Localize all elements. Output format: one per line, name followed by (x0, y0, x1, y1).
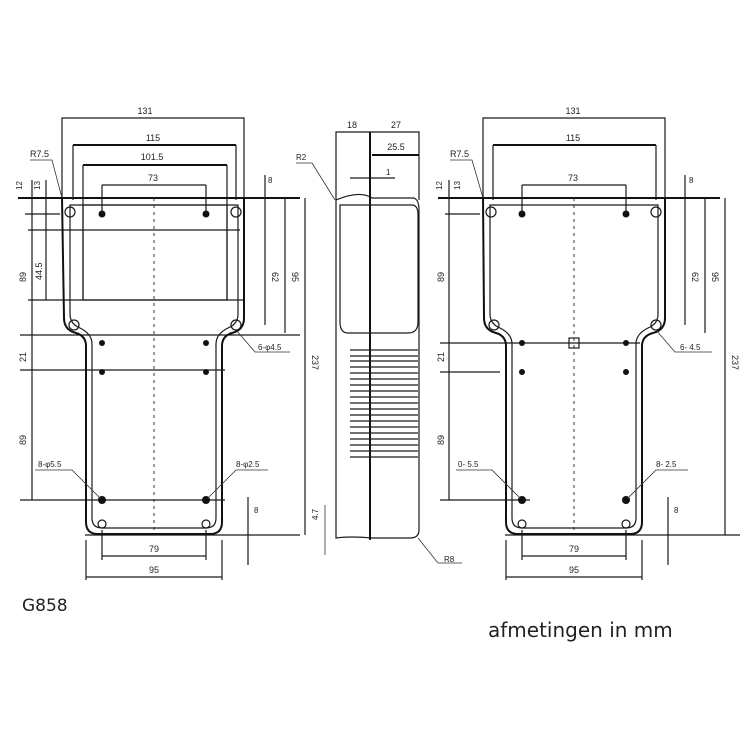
dim-73: 73 (148, 173, 158, 183)
dim-73-right: 73 (568, 173, 578, 183)
radius-r7-5: R7.5 (30, 149, 49, 159)
label-bottom-left-holes-right: 0- 5.5 (458, 460, 479, 469)
dim-131-right: 131 (565, 106, 580, 116)
dim-21-right: 21 (436, 352, 446, 362)
dim-12-right: 12 (435, 181, 444, 190)
dim-95-vertical-right: 95 (710, 272, 720, 282)
dim-8-top-right: 8 (689, 176, 694, 185)
dim-8-bottom: 8 (254, 506, 259, 515)
front-view-left: 131 115 101.5 73 R7.5 12 13 89 (15, 106, 320, 580)
dim-12: 12 (15, 181, 24, 190)
dim-89-bottom: 89 (18, 435, 28, 445)
label-bottom-left-holes: 8-φ5.5 (38, 460, 62, 469)
dim-27: 27 (391, 120, 401, 130)
dim-1: 1 (386, 168, 391, 177)
dim-18: 18 (347, 120, 357, 130)
dim-13-right: 13 (453, 181, 462, 190)
dim-237-right: 237 (730, 355, 740, 370)
vent-slots (350, 349, 418, 458)
dim-25-5: 25.5 (387, 142, 405, 152)
dim-4-7: 4.7 (311, 508, 320, 520)
dim-21: 21 (18, 352, 28, 362)
units-note: afmetingen in mm (488, 618, 673, 642)
dim-79: 79 (149, 544, 159, 554)
dim-95-vertical: 95 (290, 272, 300, 282)
label-side-holes: 6-φ4.5 (258, 343, 282, 352)
model-code: G858 (22, 596, 68, 616)
dim-237: 237 (310, 355, 320, 370)
front-view-right: 131 115 73 R7.5 12 13 89 21 89 8 62 95 (435, 106, 740, 580)
radius-r2: R2 (296, 153, 307, 162)
radius-r8: R8 (444, 555, 455, 564)
dim-44-5: 44.5 (34, 262, 44, 280)
label-side-holes-right: 6- 4.5 (680, 343, 701, 352)
dim-101-5: 101.5 (141, 152, 164, 162)
dim-62: 62 (270, 272, 280, 282)
dim-131: 131 (137, 106, 152, 116)
label-bottom-right-holes: 8-φ2.5 (236, 460, 260, 469)
dim-89-top: 89 (18, 272, 28, 282)
dim-79-right: 79 (569, 544, 579, 554)
dim-8-top: 8 (268, 176, 273, 185)
dim-115: 115 (146, 133, 160, 143)
radius-r7-5-right: R7.5 (450, 149, 469, 159)
dim-115-right: 115 (566, 133, 580, 143)
label-bottom-right-holes-right: 8- 2.5 (656, 460, 677, 469)
dim-95: 95 (149, 565, 159, 575)
dim-89-bottom-right: 89 (436, 435, 446, 445)
side-view: 18 27 25.5 1 R2 4.7 R8 (296, 120, 462, 564)
dim-13: 13 (33, 181, 42, 190)
dim-89-top-right: 89 (436, 272, 446, 282)
dim-62-right: 62 (690, 272, 700, 282)
dim-8-bottom-right: 8 (674, 506, 679, 515)
dim-95-right: 95 (569, 565, 579, 575)
